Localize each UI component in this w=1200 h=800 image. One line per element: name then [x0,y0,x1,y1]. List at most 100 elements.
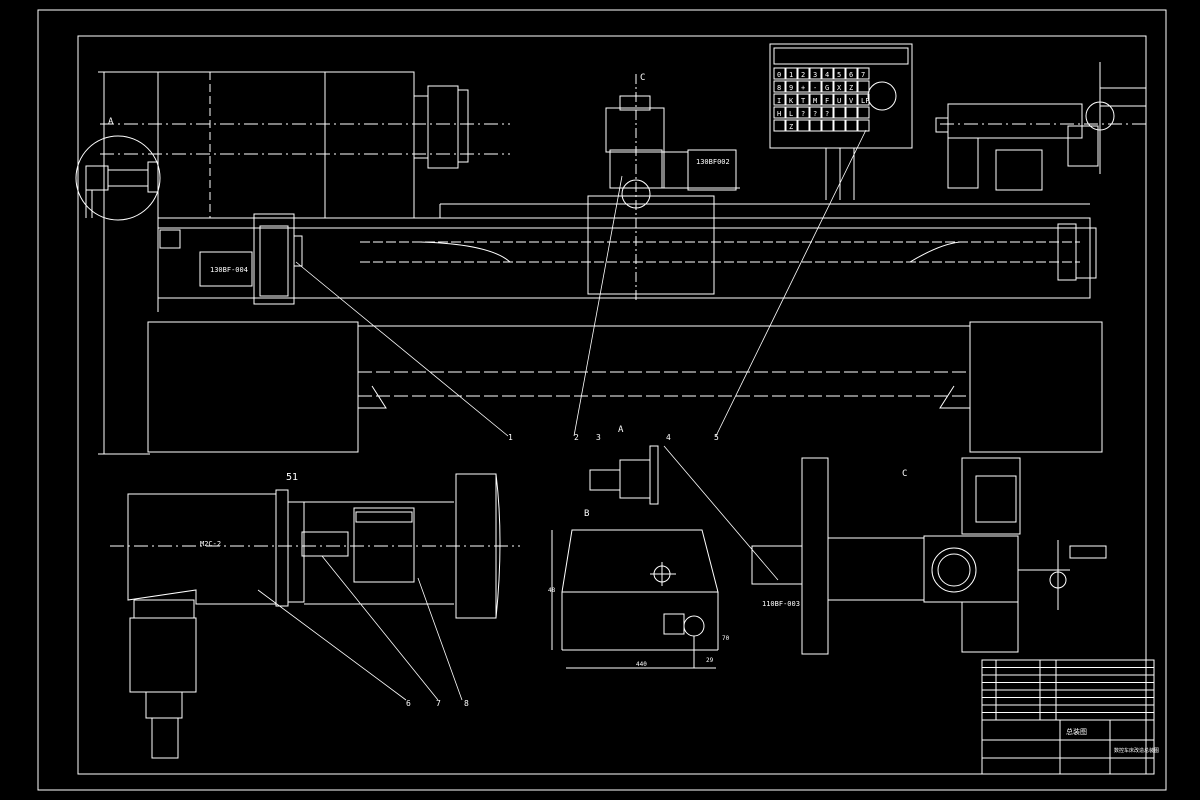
keypad-key-label: F [825,97,829,105]
keypad-key [833,67,846,80]
keypad-key [797,106,810,119]
keypad-key [821,67,834,80]
title-block [981,659,1155,775]
keypad-key-label: 3 [813,71,817,79]
balloon-2: 2 [574,433,579,442]
dim-b-small: 70 [722,635,730,642]
dim-b-height: 48 [548,587,556,594]
label-motor-spindle: 110BF-003 [762,600,800,608]
keypad-key-label: 0 [777,71,781,79]
keypad-key [809,119,822,132]
keypad-key [773,119,786,132]
view-c [751,457,1107,655]
keypad-key [857,93,870,106]
label-view-c: C [902,469,907,479]
keypad-key [785,119,798,132]
keypad-key [821,93,834,106]
keypad-key [857,67,870,80]
keypad-key [773,67,786,80]
keypad-key [845,67,858,80]
keypad-key [809,106,822,119]
inner-frame [77,35,1147,775]
keypad-key [785,93,798,106]
keypad-key-label: U [837,97,841,105]
label-view-c-top: C [640,73,645,83]
keypad-key-label: M [813,97,817,105]
tailstock [935,62,1147,191]
balloon-6: 6 [406,699,411,708]
keypad-key [845,119,858,132]
label-view-a: A [618,425,624,435]
keypad-key-label: 9 [789,84,793,92]
label-motor-feed: 130BF-004 [210,266,248,274]
leader-lines [257,129,867,701]
keypad-key [809,93,822,106]
balloon-1: 1 [508,433,513,442]
dim-b-width: 440 [636,661,647,668]
keypad-key [773,106,786,119]
keypad-key [833,80,846,93]
keypad-key [809,80,822,93]
detail-circle-a [75,135,161,221]
left-dimension [98,71,160,455]
keypad-key-label: T [801,97,806,105]
label-motor-cross: 130BF002 [696,158,730,166]
keypad-key-label: - [813,84,817,92]
keypad-key-label: 7 [861,71,865,79]
title-drawing-name: 总装图 [1066,727,1087,736]
keypad-key [797,67,810,80]
keypad-key [785,67,798,80]
keypad-key [797,80,810,93]
label-dim-51: 51 [286,472,298,483]
bed-base [147,321,1103,453]
keypad-key-label: 8 [777,84,781,92]
lathe-bed [157,203,1091,312]
keypad-key [857,80,870,93]
keypad-key-label: 2 [801,71,805,79]
balloon-5: 5 [714,433,719,442]
feed-motor [199,213,303,305]
label-view-a-side: A [108,117,114,127]
keypad-key-label: Z [789,123,793,131]
keypad-key [833,106,846,119]
keypad-key-label: 4 [825,71,829,79]
keypad-key-label: + [801,84,805,92]
view-b [551,529,719,669]
keypad-key [845,80,858,93]
keypad-key-label: V [849,97,854,105]
keypad-key-label: 1 [789,71,793,79]
keypad-key-label: LF [861,97,869,105]
keypad-key [821,106,834,119]
keypad-key [797,93,810,106]
label-motor-small: M2C-2 [200,540,221,548]
keypad-key-label: ? [825,110,829,118]
keypad-key-label: ? [801,110,805,118]
keypad-key-label: X [837,84,842,92]
headstock [100,71,510,219]
keypad-key-label: 5 [837,71,841,79]
keypad-key [845,106,858,119]
balloon-3: 3 [596,433,601,442]
keypad-key-label: 6 [849,71,853,79]
keypad-key [821,80,834,93]
keypad-key [833,93,846,106]
carriage [587,74,740,300]
keypad-key-label: K [789,97,794,105]
keypad-key-label: G [825,84,829,92]
keypad-key-label: I [777,97,781,105]
balloon-7: 7 [436,699,441,708]
keypad-key [821,119,834,132]
view-a [589,445,659,505]
outer-border [37,9,1167,791]
keypad-key [833,119,846,132]
keypad-key [845,93,858,106]
keypad-key-label: L [789,110,793,118]
keypad-key-label: ? [813,110,817,118]
keypad-key-label: Z [849,84,853,92]
balloon-8: 8 [464,699,469,708]
tail-bearing [1057,223,1097,281]
label-view-b: B [584,509,589,519]
